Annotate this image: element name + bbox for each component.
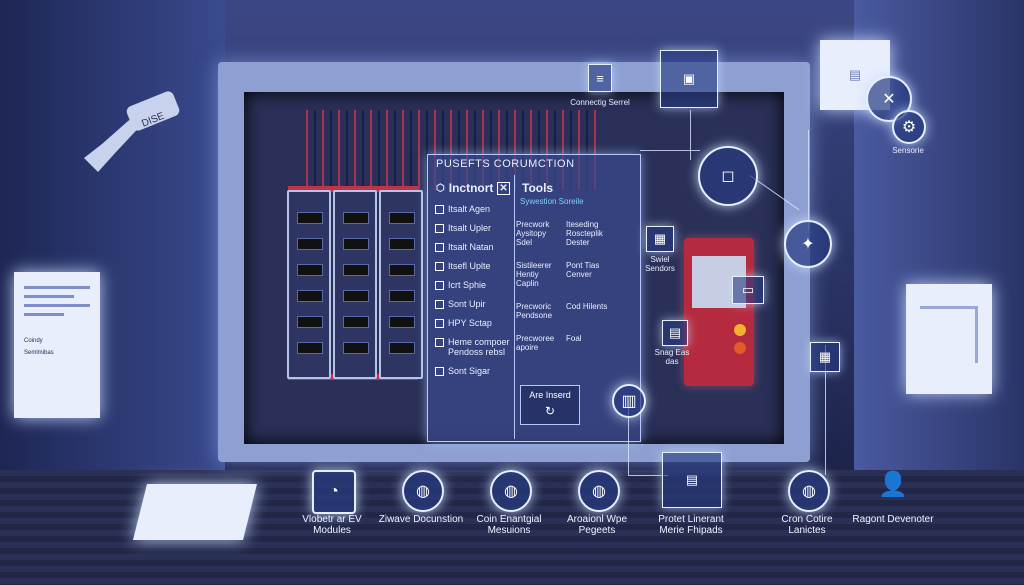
checklist-item[interactable]: HPY Sctap (435, 318, 514, 328)
checklist-item[interactable]: Itsefl Uplte (435, 261, 514, 271)
tools-subtitle: Sywestion Soreile (520, 197, 584, 206)
bottom-label-5: Protet Linerant Merie Fhipads (658, 514, 724, 536)
checklist-item[interactable]: Itsalt Agen (435, 204, 514, 214)
checklist-item[interactable]: Sont Upir (435, 299, 514, 309)
tablet-icon[interactable] (133, 484, 257, 540)
archive-icon[interactable]: ▥ (612, 384, 646, 418)
tools-title: Tools (522, 181, 554, 195)
breaker-column-3 (379, 190, 423, 379)
sensor-icon: ▦ (646, 226, 674, 252)
wrench-icon: DISE (84, 91, 180, 172)
bottom-label-3: Coin Enantgial Mesuions (476, 514, 542, 536)
folder-icon[interactable]: ▭ (732, 276, 764, 304)
globe-icon[interactable]: ◍ (402, 470, 444, 512)
callout-sensor: Sensorie (892, 146, 924, 155)
document-icon[interactable]: ◔ (312, 470, 356, 514)
breaker-column-1 (287, 190, 331, 379)
bottom-label-7: Ragont Devenoter (852, 514, 934, 525)
close-icon[interactable]: ✕ (497, 181, 510, 195)
globe-icon[interactable]: ◍ (788, 470, 830, 512)
meter-device (684, 238, 754, 386)
network-icon: ⬡ (436, 182, 445, 194)
callout-connecting-server: Connectig Serrel (570, 98, 630, 107)
checklist-item[interactable]: Heme compoer Pendoss rebsl (435, 337, 514, 357)
checklist-card: Coindy Semlmibas (14, 272, 100, 418)
sensor-2-icon: ▤ (662, 320, 688, 346)
globe-icon[interactable]: ◍ (490, 470, 532, 512)
router-icon[interactable]: ◻ (698, 146, 758, 206)
person-icon[interactable]: 👤 (878, 471, 908, 498)
bottom-label-4: Aroaionl Wpe Pegeets (566, 514, 628, 536)
refresh-icon: ↻ (544, 404, 556, 418)
checklist-item[interactable]: Itsalt Natan (435, 242, 514, 252)
document-icon: ≡ (588, 64, 612, 92)
busbar-top (288, 186, 418, 192)
bottom-label-1: Vlobetr ar EV Modules (302, 514, 362, 536)
checklist-item[interactable]: Sont Sigar (435, 366, 514, 376)
documents-icon[interactable]: ▤ (662, 452, 722, 508)
checklist-title: Inctnort (448, 181, 494, 195)
panel-header: PUSEFTS CORUMCTION (436, 158, 575, 170)
globe-icon[interactable]: ◍ (578, 470, 620, 512)
network-node-icon[interactable]: ✦ (784, 220, 832, 268)
card-line-1: Coindy (24, 338, 43, 344)
card-line-2: Semlmibas (24, 350, 54, 356)
checklist-item[interactable]: Icrt Sphie (435, 280, 514, 290)
bottom-label-2: Ziwave Docunstion (378, 514, 464, 525)
checklist-column: ⬡ Inctnort ✕ Itsalt Agen Itsalt Upler It… (430, 175, 515, 439)
monitor-icon[interactable]: ▣ (660, 50, 718, 108)
breaker-column-2 (333, 190, 377, 379)
report-card[interactable] (906, 284, 992, 394)
inspection-panel: PUSEFTS CORUMCTION ⬡ Inctnort ✕ Itsalt A… (427, 154, 641, 442)
callout-swiel: Swiel Sendors (645, 255, 675, 273)
server-icon[interactable]: ▤ (820, 40, 890, 110)
bottom-label-6: Cron Cotire Lanictes (781, 514, 833, 536)
callout-snag: Snag Eas das (654, 348, 690, 366)
gear-icon[interactable]: ⚙ (892, 110, 926, 144)
checklist-item[interactable]: Itsalt Upler (435, 223, 514, 233)
insert-button[interactable]: Are Inserd ↻ (520, 385, 580, 425)
tools-column: Tools Sywestion Soreile Precwork Aysitop… (516, 175, 638, 439)
calendar-icon[interactable]: ▦ (810, 342, 840, 372)
